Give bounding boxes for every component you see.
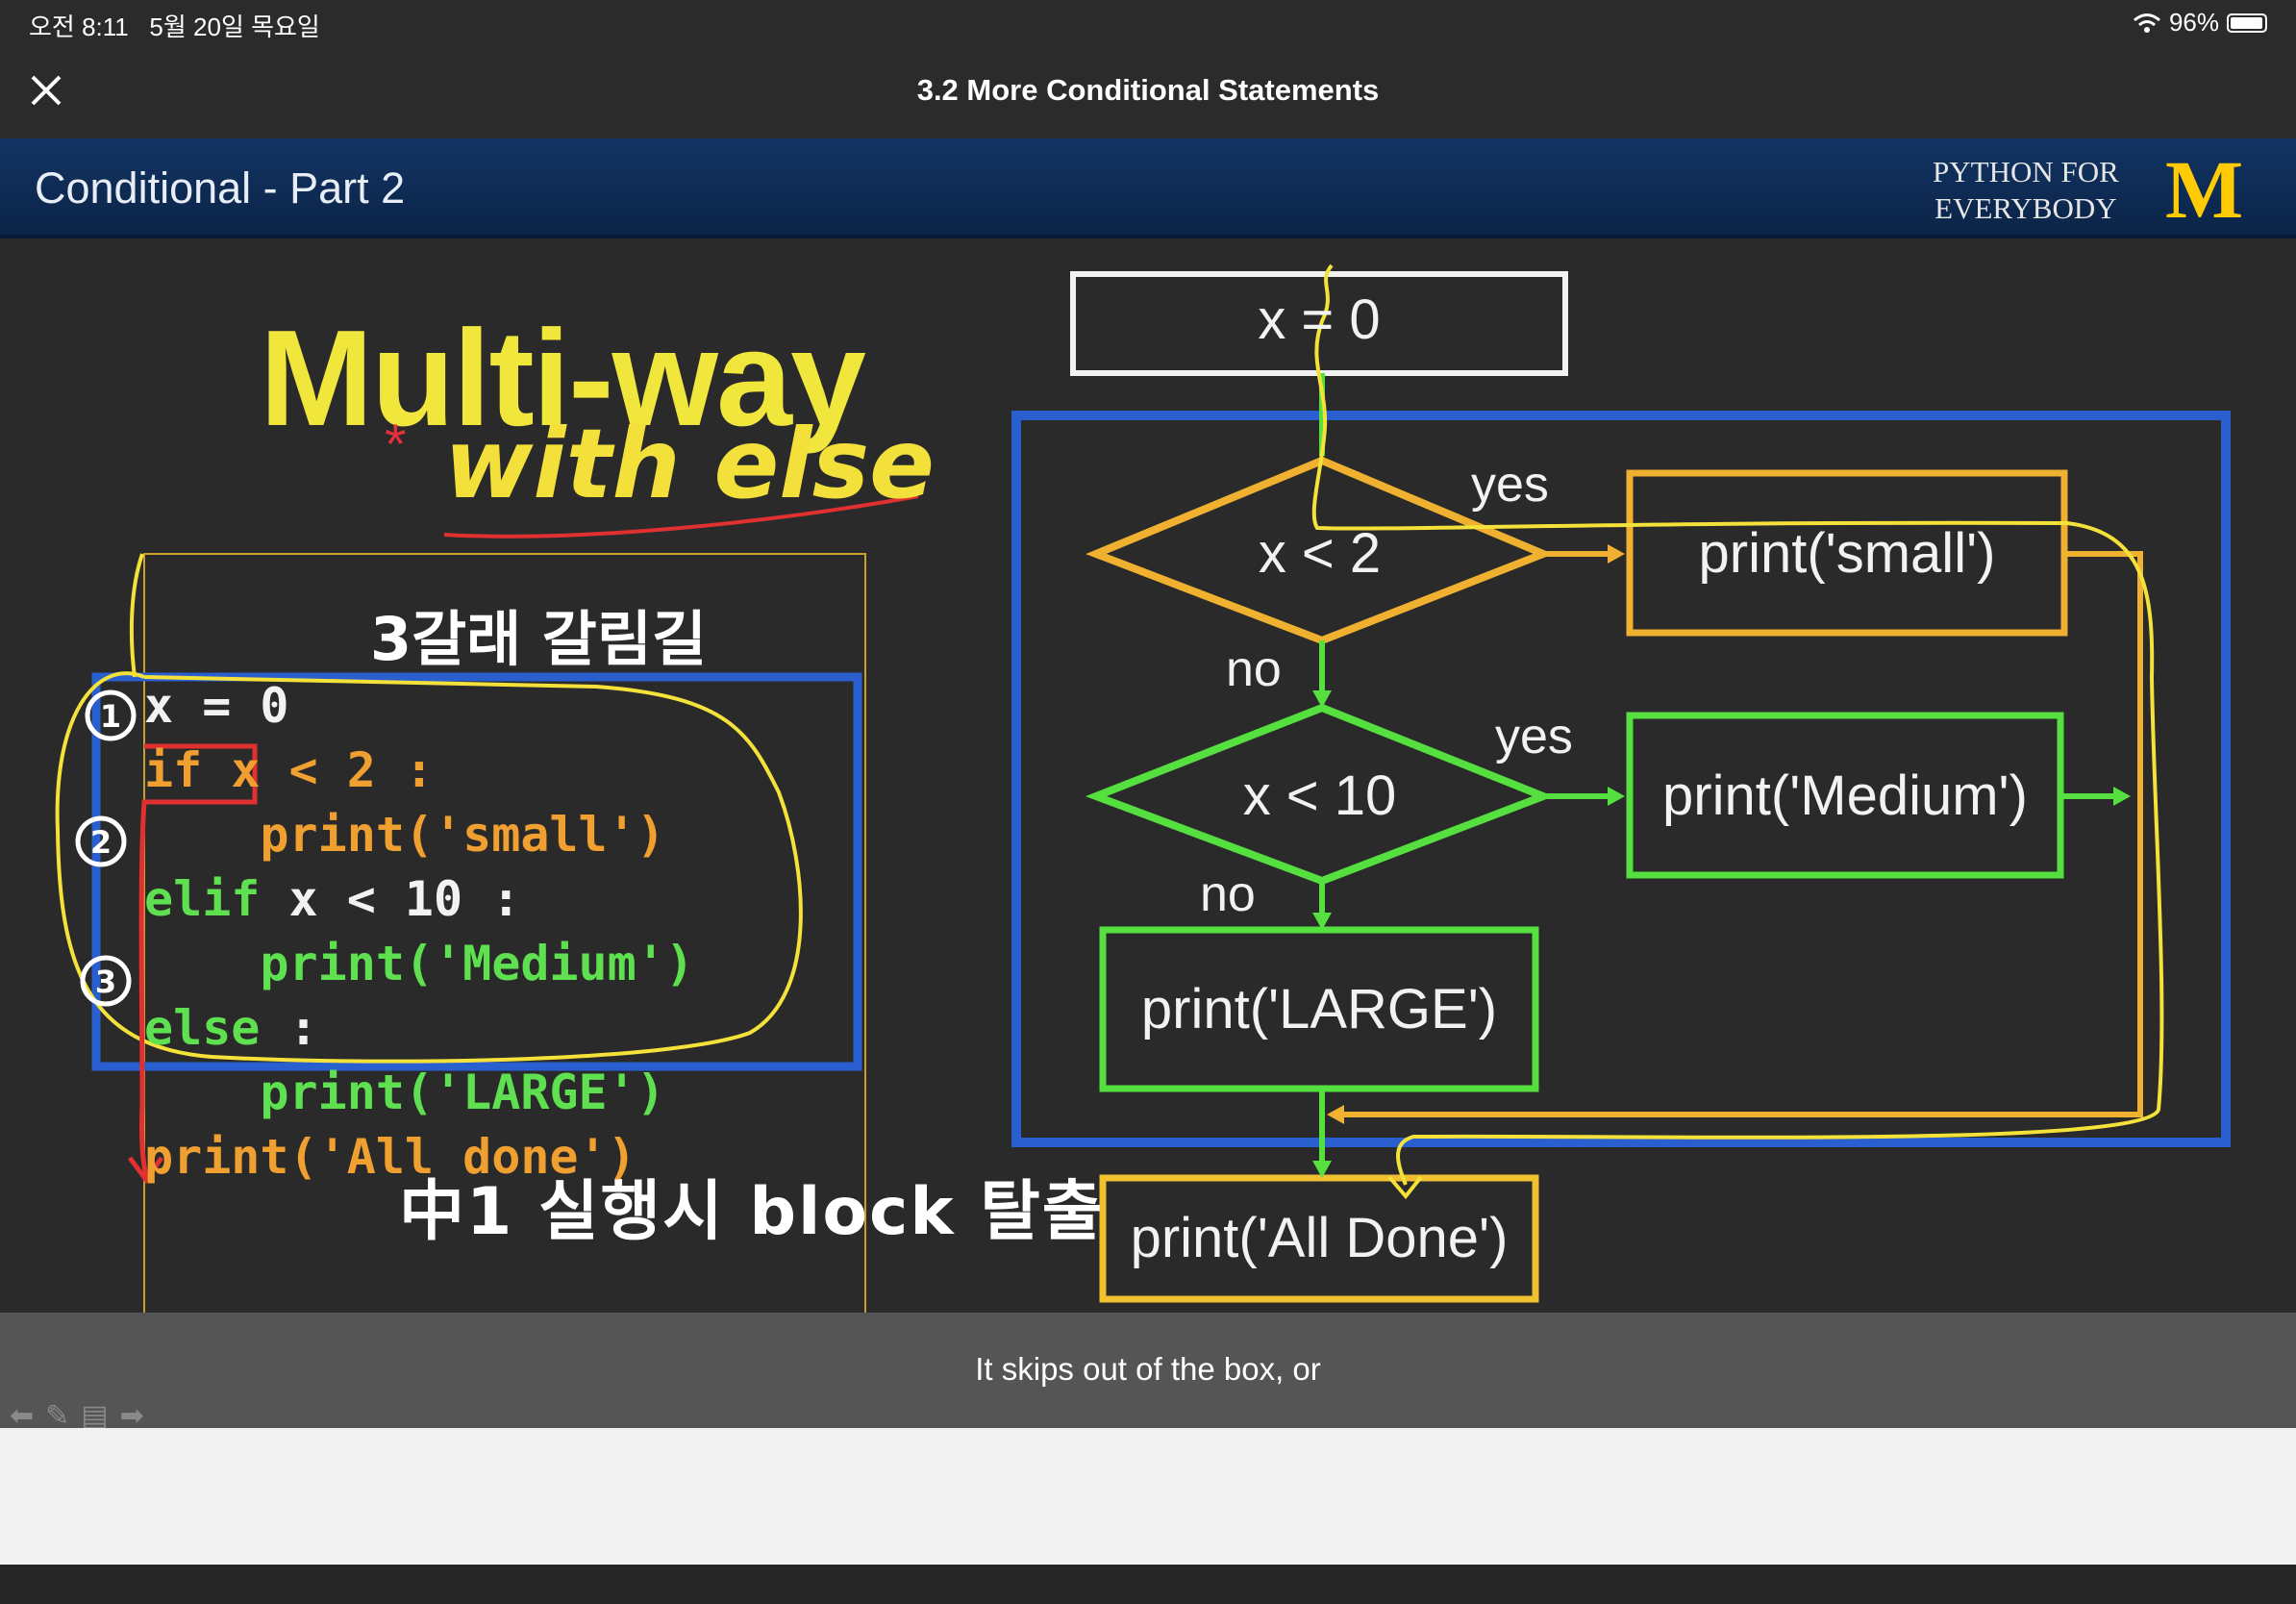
annotation-star: * [385,414,407,476]
code-elif-keyword: elif [144,871,261,927]
close-icon [31,75,62,106]
yellow-bracket-line [129,553,144,678]
slide-header: Conditional - Part 2 PYTHON FOR EVERYBOD… [0,138,2296,238]
handwritten-code-loop [55,671,803,1064]
circle-number-1 [85,689,137,741]
code-elif-cond: x < 10 : [260,871,521,927]
flow-cond1-text: x < 2 [1258,522,1382,585]
battery-percent: 96% [2168,8,2219,37]
nav-bar: 3.2 More Conditional Statements [0,44,2296,138]
video-player[interactable]: Conditional - Part 2 PYTHON FOR EVERYBOD… [0,138,2296,1313]
svg-text:3: 3 [95,964,116,1000]
flow-yes1-label: yes [1471,457,1549,513]
code-blue-box [91,672,862,1071]
code-print-done: print('All done') [144,1129,636,1185]
forward-arrow-icon[interactable]: ➡ [119,1400,144,1432]
menu-icon[interactable]: ▤ [81,1400,109,1432]
status-time: 오전 8:11 [29,13,129,41]
university-logo: M [2165,143,2244,236]
flow-medium-text: print('Medium') [1662,764,2028,827]
back-arrow-icon[interactable]: ⬅ [10,1400,35,1432]
flow-small-text: print('small') [1698,522,1996,585]
slide-mini-controls: ⬅ ✎ ▤ ➡ [10,1399,144,1433]
lecture-title: 3.2 More Conditional Statements [916,73,1380,107]
close-button[interactable] [27,71,65,110]
code-if-cond: x < 2 : [202,742,435,798]
code-print-medium: print('Medium') [144,936,694,991]
arrow-small-out [1332,551,2143,1117]
slide-header-title: Conditional - Part 2 [35,163,406,213]
svg-text:1: 1 [100,698,121,735]
annotation-with-else: with else [444,408,935,520]
status-date: 5월 20일 목요일 [149,13,320,41]
flow-yes2-label: yes [1495,709,1573,764]
pen-icon[interactable]: ✎ [45,1400,70,1432]
code-else-colon: : [260,1000,318,1056]
flow-start-text: x = 0 [1258,288,1381,351]
slide-main-title: Multi-way [260,302,866,455]
brand-line-2: EVERYBODY [1934,191,2117,225]
flow-done-text: print('All Done') [1130,1207,1509,1269]
caption-bar: It skips out of the box, or ⬅ ✎ ▤ ➡ [0,1313,2296,1432]
course-brand: PYTHON FOR EVERYBODY [1933,154,2119,227]
flow-done-box [1099,1174,1539,1303]
bottom-strip [0,1565,2296,1604]
code-print-large: print('LARGE') [144,1065,665,1120]
flow-cond2-text: x < 10 [1242,764,1397,827]
content-area [0,1428,2296,1565]
svg-text:2: 2 [90,824,112,861]
brand-line-1: PYTHON FOR [1933,155,2119,188]
code-if-keyword: if [144,742,203,798]
code-outline-box [143,553,866,1313]
annotation-exit-block: 中1 실행시 block 탈출 [399,1174,1105,1250]
status-time-date: 오전 8:11 5월 20일 목요일 [29,8,320,43]
flow-large-text: print('LARGE') [1140,978,1498,1040]
wifi-icon [2133,13,2160,33]
red-underline [443,494,919,539]
slide-drawing: 1 2 3 [55,263,2231,1313]
status-right: 96% [2133,8,2267,38]
battery-icon [2227,13,2267,33]
flow-blue-box [1011,411,2231,1147]
flow-no1-label: no [1226,641,1282,697]
flow-no2-label: no [1200,866,1256,922]
handwritten-flow-path [1311,263,2164,1186]
circle-number-2 [75,815,127,867]
code-line-0: x = 0 [144,678,289,734]
annotation-branches: 3갈래 갈림길 [370,604,707,674]
subtitle-caption: It skips out of the box, or [975,1351,1321,1387]
handwritten-red-path [138,743,258,1178]
code-else-keyword: else [144,1000,261,1056]
code-block: x = 0 if x < 2 : print('small') elif x <… [144,610,694,1190]
status-bar: 오전 8:11 5월 20일 목요일 96% [0,0,2296,44]
code-print-small: print('small') [144,807,665,863]
circle-number-3 [80,955,132,1007]
